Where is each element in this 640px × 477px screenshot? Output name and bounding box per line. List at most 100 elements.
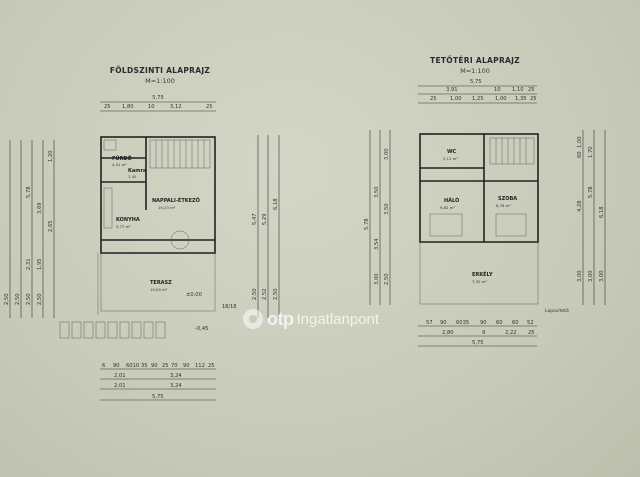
gf-bottom-r1-7: 90: [183, 363, 190, 369]
at-left-dim-4: 3,54: [374, 238, 380, 250]
at-top-r2-5: 25: [530, 96, 537, 102]
at-room-wc: WC: [447, 149, 457, 155]
gf-kitchen-counter: [103, 187, 113, 229]
gf-left-dim-4: 1,95: [37, 258, 43, 270]
gf-right-dim-4: 2,52: [262, 288, 268, 300]
gf-dining-table: [170, 230, 190, 250]
gf-bottom-r1-8: 112: [195, 363, 205, 369]
gf-level-note: ±0,00: [186, 292, 202, 298]
gf-bottom-r3-0: 2,01: [114, 383, 126, 389]
gf-left-dim-5: 2,31: [26, 258, 32, 270]
at-top-total: 5,75: [470, 79, 482, 85]
at-left-dim-1: 3,00: [384, 148, 390, 160]
at-room-halo-area: 9,82 m²: [440, 205, 455, 210]
at-bed-halo: [429, 213, 463, 237]
gf-left-dim-1: 3,69: [37, 202, 43, 214]
at-top-r2-1: 1,00: [450, 96, 462, 102]
at-right-dim-1: 60: [577, 151, 583, 158]
attic-corner-note: Lapos/tető: [545, 309, 569, 314]
at-room-szoba: SZOBA: [498, 196, 517, 202]
at-top-r1-1: 10: [494, 87, 501, 93]
gf-bottom-r1-4: 90: [151, 363, 158, 369]
at-bottom-dim-chains: [418, 325, 537, 347]
gf-left-dim-3: 2,65: [48, 220, 54, 232]
gf-bottom-r1-1: 90: [113, 363, 120, 369]
gf-room-kamra: Kamra: [128, 168, 146, 174]
gf-right-dim-chains: [257, 135, 280, 318]
at-bottom-r2-3: 25: [528, 330, 535, 336]
gf-stairs: [149, 139, 211, 169]
at-outer-walls: [419, 133, 539, 243]
gf-room-furdo-area: 4,51 m²: [112, 162, 127, 167]
at-right-dim-8: 3,00: [599, 270, 605, 282]
ground-floor-scale: M=1:100: [145, 77, 175, 85]
watermark-brand: otp: [267, 308, 294, 329]
at-top-r2-2: 1,25: [472, 96, 484, 102]
at-left-dim-3: 3,50: [384, 203, 390, 215]
attic-side-note: 18/18: [222, 304, 237, 310]
at-top-r1-0: 3,91: [446, 87, 458, 93]
gf-room-terasz-area: 10,00 m²: [150, 287, 168, 292]
gf-room-nappali-area: 19,23 m²: [158, 205, 176, 210]
gf-bottom-r1-3: 35: [141, 363, 148, 369]
gf-right-dim-1: 5,29: [262, 213, 268, 225]
gf-bottom-dim-chains: [100, 368, 216, 401]
gf-room-konyha-area: 5,77 m²: [116, 224, 131, 229]
gf-bathtub: [103, 139, 117, 151]
gf-top-dim-part-1: 1,80: [122, 104, 134, 110]
at-top-r1-3: 25: [528, 87, 535, 93]
gf-terrace-outline: [100, 252, 216, 312]
gf-left-dim-7: 2,50: [15, 293, 21, 305]
at-bottom-r2-1: 9: [482, 330, 485, 336]
gf-bottom-r3-1: 3,24: [170, 383, 182, 389]
at-bottom-total: 5,75: [472, 340, 484, 346]
gf-bottom-r1-2: 6010: [126, 363, 139, 369]
at-bottom-r1-4: 60: [496, 320, 503, 326]
at-room-wc-area: 2,11 m²: [443, 156, 458, 161]
gf-top-dim-part-3: 3,12: [170, 104, 182, 110]
at-bottom-r2-0: 2,80: [442, 330, 454, 336]
gf-bottom-r1-6: 70: [171, 363, 178, 369]
attic-scale: M=1:100: [460, 67, 490, 75]
at-left-dim-6: 2,50: [384, 273, 390, 285]
at-bottom-r1-3: 90: [480, 320, 487, 326]
watermark-sub: Ingatlanpont: [296, 310, 380, 328]
attic-title: TETŐTÉRI ALAPRAJZ: [430, 56, 520, 65]
gf-top-dim-total: 5,75: [152, 95, 164, 101]
gf-left-dim-chains: [9, 140, 55, 318]
at-right-dim-2: 1,70: [588, 146, 594, 158]
gf-bottom-r2-0: 2,01: [114, 373, 126, 379]
at-right-dim-4: 5,78: [588, 186, 594, 198]
gf-right-dim-3: 2,50: [252, 288, 258, 300]
at-stairs: [489, 137, 535, 165]
attic-plan: 5,75 3,91 10 1,10 25 25 1,00 1,25 1,00 1…: [364, 79, 606, 347]
gf-room-furdo: FÜRDŐ: [112, 155, 132, 162]
at-room-erkely-area: 7,30 m²: [472, 279, 487, 284]
gf-bottom-r1-5: 25: [162, 363, 169, 369]
gf-right-dim-2: 6,18: [273, 198, 279, 210]
at-right-dim-3: 4,28: [577, 200, 583, 212]
gf-top-dim-part-0: 25: [104, 104, 111, 110]
at-right-dim-7: 3,00: [588, 270, 594, 282]
at-right-dim-6: 3,00: [577, 270, 583, 282]
gf-bottom-r1-0: 6: [102, 363, 105, 369]
gf-left-dim-6: 2,50: [4, 293, 10, 305]
at-right-dim-5: 6,18: [599, 206, 605, 218]
at-bottom-r1-1: 90: [440, 320, 447, 326]
at-left-dim-2: 3,50: [374, 186, 380, 198]
gf-level-note-2: -0,45: [195, 326, 208, 332]
otp-ingatlanpont-watermark: otp Ingatlanpont: [243, 306, 379, 332]
ground-floor-title: FÖLDSZINTI ALAPRAJZ: [109, 66, 211, 75]
ground-floor-plan: 5,75 25 1,80 10 3,12 25: [4, 95, 280, 401]
at-top-r2-0: 25: [430, 96, 437, 102]
at-right-dim-0: 1,00: [577, 136, 583, 148]
at-bottom-r2-2: 2,22: [505, 330, 517, 336]
gf-bottom-r2-1: 3,24: [170, 373, 182, 379]
at-top-r2-3: 1,00: [495, 96, 507, 102]
at-top-r2-4: 1,35: [515, 96, 527, 102]
gf-top-dim-part-4: 25: [206, 104, 213, 110]
at-bed-szoba: [495, 213, 527, 237]
at-bottom-r1-2: 6035: [456, 320, 469, 326]
